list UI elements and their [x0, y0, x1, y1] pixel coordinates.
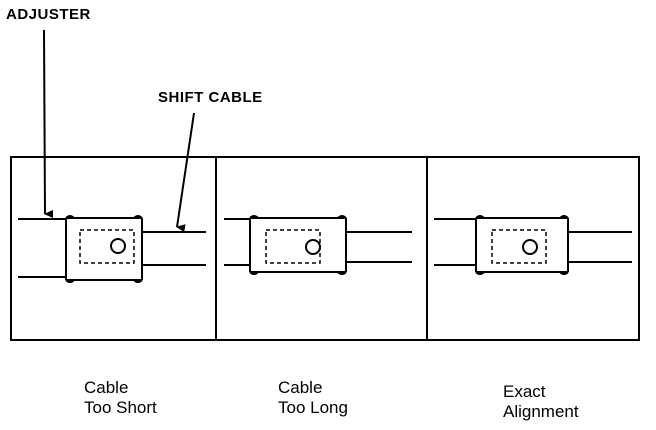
adjuster-label: ADJUSTER: [6, 6, 91, 23]
adjuster-slot: [79, 229, 135, 264]
adjuster-body: [249, 215, 347, 275]
caption-line: Alignment: [503, 402, 579, 421]
alignment-hole: [522, 239, 538, 255]
diagram-frame: [10, 156, 640, 341]
caption-exact-alignment: Exact Alignment: [503, 382, 579, 422]
panel-cable-too-short: [18, 215, 206, 283]
caption-cable-too-short: Cable Too Short: [84, 378, 157, 418]
adjuster-body: [65, 215, 143, 283]
caption-line: Exact: [503, 382, 546, 401]
caption-line: Too Long: [278, 398, 348, 417]
adjuster-slot: [491, 229, 547, 264]
shift-cable-label: SHIFT CABLE: [158, 89, 263, 106]
adjuster-body: [475, 215, 569, 275]
caption-line: Cable: [84, 378, 129, 397]
panel-cable-too-long: [224, 215, 412, 275]
shift-cable-leader-arrow: [176, 112, 195, 233]
adjuster-leader-arrow: [43, 29, 54, 218]
adjuster-slot: [265, 229, 321, 264]
caption-line: Too Short: [84, 398, 157, 417]
panel-exact-alignment: [434, 215, 632, 275]
alignment-hole: [110, 238, 126, 254]
caption-line: Cable: [278, 378, 323, 397]
alignment-hole: [305, 239, 321, 255]
caption-cable-too-long: Cable Too Long: [278, 378, 348, 418]
